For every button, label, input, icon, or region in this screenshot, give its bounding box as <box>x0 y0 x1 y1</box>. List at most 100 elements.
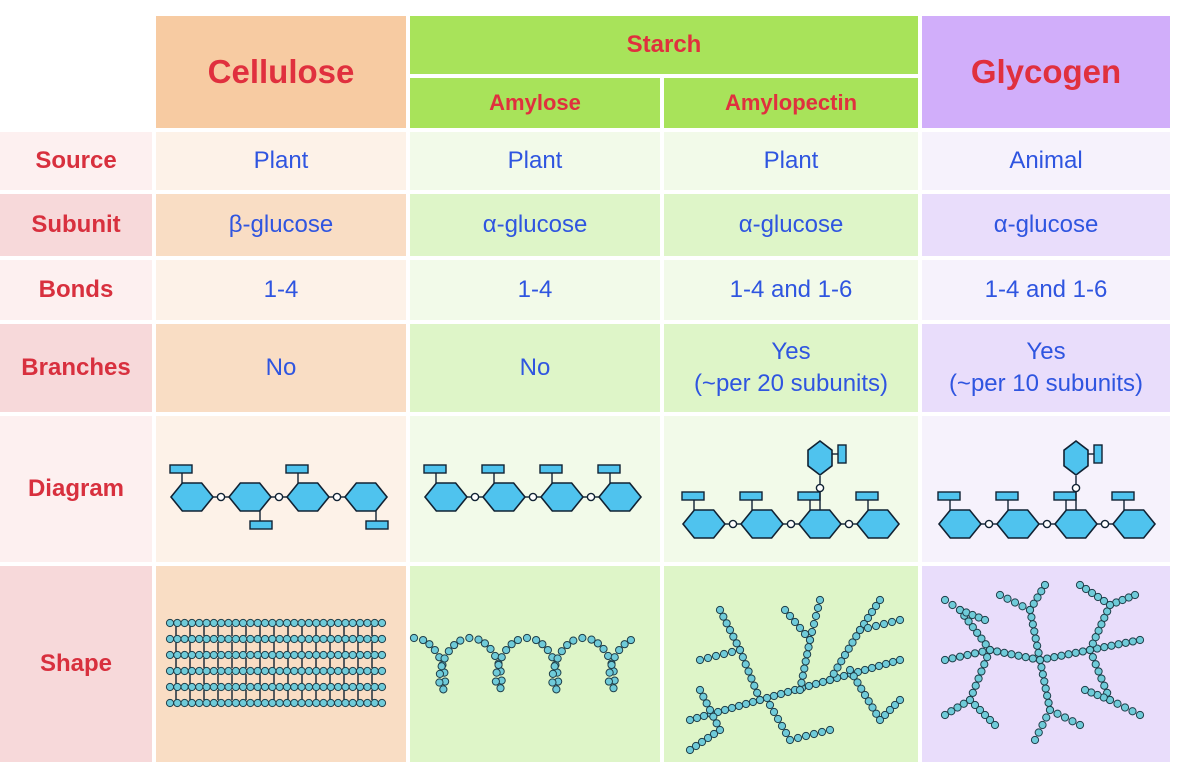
glucose-bead-icon <box>195 650 204 660</box>
glucose-bead-icon <box>437 662 446 671</box>
glucose-bead-icon <box>552 685 561 694</box>
glucose-bead-icon <box>732 639 741 648</box>
glucose-bead-icon <box>377 698 387 708</box>
glucose-bead-icon <box>750 681 759 690</box>
glucose-bead-icon <box>507 640 516 649</box>
glucose-bead-icon <box>282 634 292 644</box>
glucose-bead-icon <box>881 659 891 669</box>
glucose-bead-icon <box>1025 605 1035 615</box>
glucose-bead-icon <box>1114 640 1123 649</box>
glucose-bead-icon <box>825 725 835 735</box>
glucose-bead-icon <box>815 595 825 605</box>
glucose-bead-icon <box>1042 713 1051 722</box>
bond-circle-icon <box>815 483 825 493</box>
side-group-icon <box>423 464 447 474</box>
glucose-bead-icon <box>735 645 745 655</box>
glucose-bead-icon <box>187 666 197 676</box>
glucose-bead-icon <box>849 672 858 681</box>
glucose-bead-icon <box>348 650 357 660</box>
bond-circle-icon <box>216 492 226 502</box>
glucose-bead-icon <box>1043 691 1052 700</box>
glucose-bead-icon <box>970 700 980 710</box>
glucose-bead-icon <box>319 682 328 692</box>
glucose-bead-icon <box>1100 681 1109 690</box>
side-group-icon <box>681 491 705 501</box>
glucose-bead-icon <box>734 701 744 711</box>
glucose-bead-icon <box>165 682 175 692</box>
glucose-bead-icon <box>180 618 189 628</box>
glucose-bead-icon <box>180 650 189 660</box>
glucose-bead-icon <box>578 633 587 643</box>
glucose-bead-icon <box>1028 654 1037 663</box>
glucose-bead-icon <box>363 698 372 708</box>
glucose-bead-icon <box>480 639 489 648</box>
glucose-bead-icon <box>195 618 204 628</box>
glucose-bead-icon <box>813 603 823 613</box>
glucose-bead-icon <box>312 698 321 708</box>
glucose-bead-icon <box>202 698 211 708</box>
glucose-bead-icon <box>1030 735 1040 745</box>
glucose-bead-icon <box>377 666 387 676</box>
glucose-bead-icon <box>727 647 737 657</box>
glycogen-branches-line1: Yes <box>1026 338 1066 365</box>
side-group-icon <box>937 491 961 501</box>
glucose-bead-icon <box>702 699 711 708</box>
glucose-bead-icon <box>1099 596 1109 606</box>
glucose-bead-icon <box>983 653 992 662</box>
header-starch: Starch <box>410 16 918 74</box>
row-label-source: Source <box>0 132 152 190</box>
glucose-bead-icon <box>699 711 709 721</box>
glucose-bead-icon <box>1081 584 1091 594</box>
glucose-ring-icon <box>739 509 785 539</box>
glucose-bead-icon <box>871 601 881 611</box>
glucose-bead-icon <box>439 685 448 694</box>
glucose-bead-icon <box>1078 647 1087 656</box>
amylose-shape-cell <box>410 566 660 762</box>
glucose-bead-icon <box>1105 600 1115 610</box>
glucose-bead-icon <box>785 735 795 745</box>
glucose-bead-icon <box>790 617 800 627</box>
glucose-bead-icon <box>290 650 299 660</box>
glucose-bead-icon <box>326 666 335 676</box>
glucose-bead-icon <box>319 618 328 628</box>
glucose-bead-icon <box>538 640 547 649</box>
bond-circle-icon <box>728 519 738 529</box>
glucose-bead-icon <box>231 650 240 660</box>
glucose-bead-icon <box>326 650 335 660</box>
glucose-bead-icon <box>550 662 559 671</box>
glucose-bead-icon <box>370 682 379 692</box>
bond-circle-icon <box>984 519 994 529</box>
glucose-bead-icon <box>409 633 419 643</box>
glucose-bead-icon <box>173 618 182 628</box>
glucose-bead-icon <box>697 737 707 747</box>
glucose-bead-icon <box>297 650 306 660</box>
glucose-bead-icon <box>217 698 226 708</box>
glucose-ring-icon <box>169 482 215 512</box>
glucose-bead-icon <box>239 666 248 676</box>
glucose-bead-icon <box>970 649 980 658</box>
glucose-bead-icon <box>809 729 819 739</box>
glucose-bead-icon <box>290 618 299 628</box>
glucose-bead-icon <box>1033 593 1042 602</box>
glucose-bead-icon <box>180 698 189 708</box>
glucose-bead-icon <box>217 650 226 660</box>
glucose-bead-icon <box>430 645 439 655</box>
glucose-bead-icon <box>231 634 240 644</box>
glucose-bead-icon <box>370 618 379 628</box>
glucose-ring-icon <box>227 482 273 512</box>
glucose-bead-icon <box>801 657 810 666</box>
glucose-bead-icon <box>239 682 248 692</box>
glucose-bead-icon <box>239 634 248 644</box>
glucose-bead-icon <box>1028 620 1037 629</box>
glucose-bead-icon <box>334 618 343 628</box>
glucose-ring-icon <box>1063 439 1089 477</box>
glucose-bead-icon <box>173 666 182 676</box>
glucose-bead-icon <box>715 725 725 735</box>
glucose-bead-icon <box>699 692 708 701</box>
glycogen-branches-line2: (~per 10 subunits) <box>948 370 1144 397</box>
glucose-bead-icon <box>793 733 803 743</box>
glucose-bead-icon <box>304 650 313 660</box>
glucose-bead-icon <box>253 698 262 708</box>
header-amylose: Amylose <box>410 78 660 128</box>
glucose-ring-icon <box>423 482 469 512</box>
